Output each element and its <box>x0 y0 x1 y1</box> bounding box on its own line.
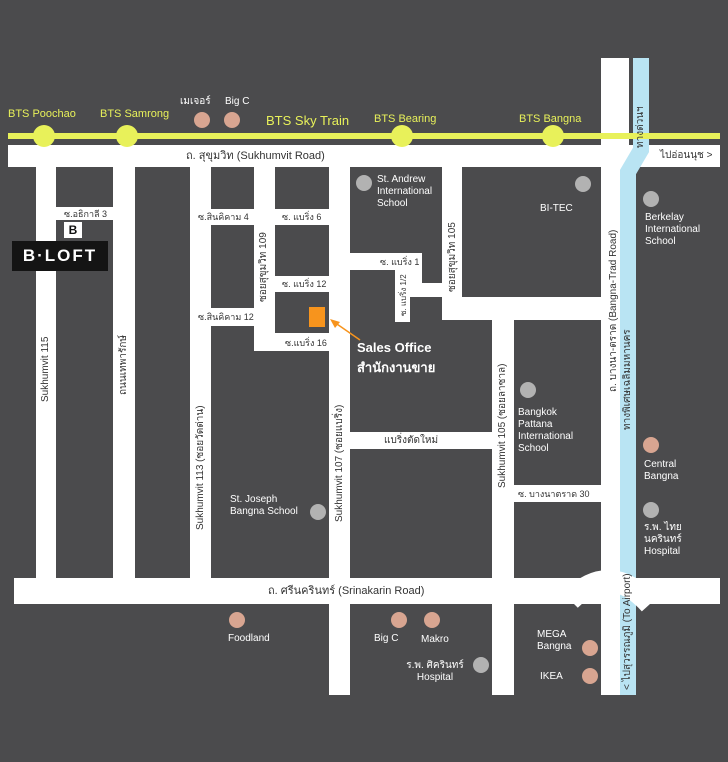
soi-109-label: ซอยสุขุมวิท 109 <box>258 232 269 302</box>
soi-sinthan-4-road <box>211 209 329 225</box>
soi-bearing-6-label: ซ. แบริ่ง 6 <box>282 212 322 222</box>
sukhumvit-road <box>8 145 720 167</box>
poi-makro-dot <box>424 612 440 628</box>
soi-bearing-1-label: ซ. แบริ่ง 1 <box>380 257 420 267</box>
bangna-trad-label: ถ. บางนา-ตราด (Bangna-Trad Road) <box>608 229 619 392</box>
bts-line-label: BTS Sky Train <box>266 113 350 128</box>
bloft-badge: B <box>64 222 82 238</box>
srinakarin-road-label: ถ. ศรีนครินทร์ (Srinakarin Road) <box>268 585 425 597</box>
poi-berkeley-label: Berkelay International School <box>645 212 701 247</box>
poi-st-andrew-dot <box>356 175 372 191</box>
soi-105-top-label: ซอยสุขุมวิท 105 <box>447 222 458 292</box>
poi-bitec-label: BI-TEC <box>540 203 573 214</box>
poi-central-label: Central Bangna <box>644 459 679 482</box>
soi-bearing-12-road <box>275 276 329 292</box>
sukhumvit-115-label: Sukhumvit 115 <box>40 336 51 402</box>
sales-office-arrow <box>330 319 361 341</box>
poi-thainakarin-dot <box>643 502 659 518</box>
poi-st-andrew-label: St. Andrew International School <box>377 174 433 209</box>
soi-bearing-1-2-road <box>395 270 410 322</box>
poi-makro-label: Makro <box>421 634 449 645</box>
bloft-logo: B·LOFT <box>12 241 108 271</box>
expressway-top-label: ทางด่วนฯ <box>635 106 646 148</box>
soi-sinthan-4-label: ซ.สินคิคาม 4 <box>198 212 249 222</box>
thepharak-road <box>113 167 135 587</box>
poi-bigc-top-dot <box>224 112 240 128</box>
bts-station-dot <box>33 125 55 147</box>
poi-st-joseph-label: St. Joseph Bangna School <box>230 494 298 517</box>
soi-bearing-12-label: ซ. แบริ่ง 12 <box>282 279 327 289</box>
thepharak-label: ถนนเทพารักษ์ <box>118 335 129 395</box>
poi-ikea-dot <box>582 668 598 684</box>
distance-label: 400 m. <box>39 180 48 205</box>
sales-office-label-en: Sales Office <box>357 340 432 355</box>
poi-bigc-bottom-dot <box>391 612 407 628</box>
sales-office-label-th: สำนักงานขาย <box>357 360 436 375</box>
sales-office-marker <box>309 307 325 327</box>
poi-major-label: เมเจอร์ <box>180 96 211 107</box>
sukhumvit-107-road <box>329 167 350 695</box>
sukhumvit-113-road <box>190 167 211 587</box>
soi-bearing-1-2-label: ซ. แบริ่ง 1/2 <box>399 274 408 316</box>
soi-sinthan-12-road <box>211 308 254 326</box>
expressway-label: ทางพิเศษเฉลิมมหานคร <box>622 329 633 430</box>
bts-station-dot <box>116 125 138 147</box>
soi-sinthan-12-label: ซ.สินคิคาม 12 <box>198 312 254 322</box>
poi-srinakarin-hospital-dot <box>473 657 489 673</box>
bts-station-label: BTS Bangna <box>519 113 582 125</box>
poi-central-dot <box>643 437 659 453</box>
bts-station-dot <box>542 125 564 147</box>
bearing-tat-mai-label: แบริ่งตัดใหม่ <box>384 435 439 446</box>
bts-station-label: BTS Bearing <box>374 113 437 125</box>
bts-station-label: BTS Samrong <box>100 108 170 120</box>
soi-bearing-1-road <box>350 253 422 270</box>
poi-st-joseph-dot <box>310 504 326 520</box>
sukhumvit-113-label: Sukhumvit 113 (ซอยวัดด่าน) <box>195 405 206 530</box>
bts-station-dot <box>391 125 413 147</box>
soi-athikan-3-road <box>56 207 113 220</box>
poi-mega-dot <box>582 640 598 656</box>
poi-foodland-label: Foodland <box>228 633 270 644</box>
sukhumvit-105-road <box>492 300 514 695</box>
poi-srinakarin-hospital-label: ร.พ. ศิครินทร์ Hospital <box>406 660 464 683</box>
to-onnut-label: ไปอ่อนนุช > <box>660 150 713 161</box>
bearing-105-link <box>442 297 601 320</box>
poi-thainakarin-label: ร.พ. ไทยนครินทร์ Hospital <box>644 522 682 557</box>
sukhumvit-105-label: Sukhumvit 105 (ซอยลาซาล) <box>497 363 508 488</box>
poi-bangkok-pattana-label: Bangkok Pattana International School <box>518 407 574 454</box>
bts-line <box>8 133 720 139</box>
poi-ikea-label: IKEA <box>540 671 563 682</box>
soi-bearing-16-label: ซ.แบริ่ง 16 <box>285 338 327 348</box>
bangna-trad-30-road <box>514 485 601 502</box>
bearing-connector-horizontal <box>408 283 462 297</box>
bearing-tat-mai-road <box>350 432 492 449</box>
poi-major-dot <box>194 112 210 128</box>
soi-athikan-3-label: ซ.อธิกาลี 3 <box>64 209 108 219</box>
soi-bearing-16-road <box>254 333 329 351</box>
poi-bigc-top-label: Big C <box>225 96 250 107</box>
sukhumvit-107-label: Sukhumvit 107 (ซอยแบริ่ง) <box>334 404 345 522</box>
soi-105-top-road <box>442 167 462 297</box>
poi-berkeley-dot <box>643 191 659 207</box>
sukhumvit-115-road <box>36 167 56 587</box>
bts-station-label: BTS Poochao <box>8 108 76 120</box>
bangna-trad-30-label: ซ. บางนาตราด 30 <box>518 489 590 499</box>
poi-bangkok-pattana-dot <box>520 382 536 398</box>
poi-bigc-bottom-label: Big C <box>374 633 399 644</box>
poi-bitec-dot <box>575 176 591 192</box>
sukhumvit-road-label: ถ. สุขุมวิท (Sukhumvit Road) <box>186 150 325 162</box>
to-airport-label: < ไปสุวรรณภูมิ (To Airport) <box>622 573 633 690</box>
poi-mega-label: MEGA Bangna <box>537 629 572 652</box>
poi-foodland-dot <box>229 612 245 628</box>
